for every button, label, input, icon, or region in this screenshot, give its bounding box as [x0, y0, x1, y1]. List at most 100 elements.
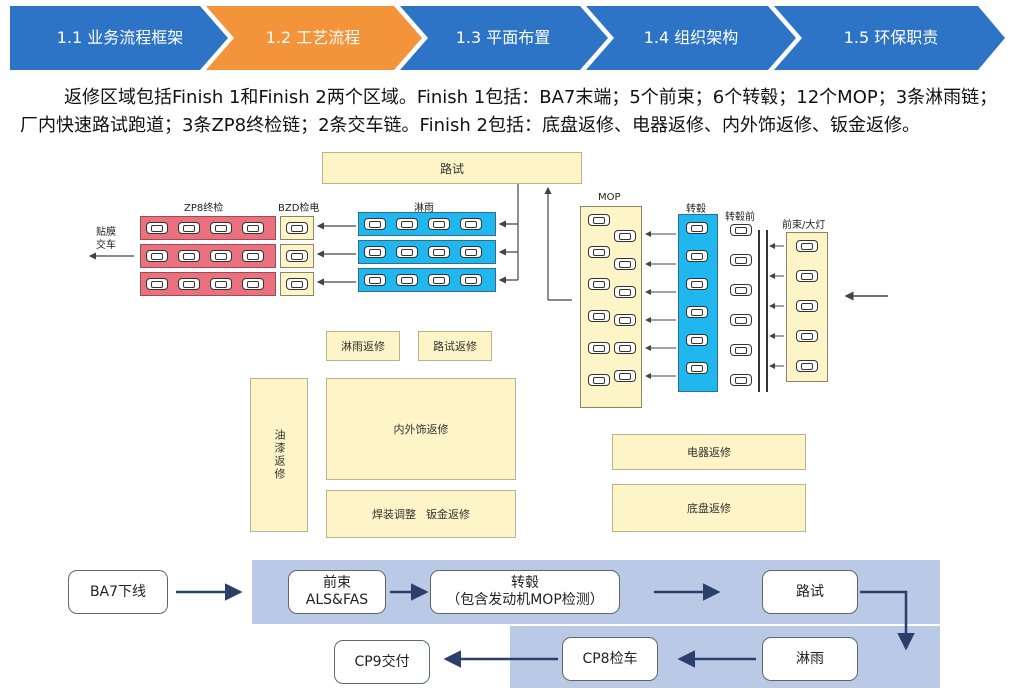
- mop-label: MOP: [598, 192, 621, 203]
- chassis-repair-area: 底盘返修: [612, 484, 806, 532]
- road-repair-area: 路试返修: [418, 331, 492, 361]
- pre-hub-bar-2: [766, 230, 768, 392]
- mop-car-icon: [588, 374, 610, 386]
- hub-car-icon: [686, 306, 708, 318]
- zp8-car-icon: [242, 222, 264, 234]
- pre-hub-bar-1: [758, 230, 760, 392]
- bzd-label: BZD检电: [278, 203, 320, 214]
- hub-car-icon: [686, 278, 708, 290]
- bzd-car-icon: [286, 278, 308, 290]
- tab-org-structure[interactable]: 1.4 组织架构: [643, 28, 739, 47]
- flow-hub-sub: （包含发动机MOP检测）: [446, 592, 604, 608]
- pre-hub-car-icon: [730, 284, 752, 296]
- rain-car-icon: [364, 218, 386, 230]
- weld-adjust-label: 焊装调整: [372, 508, 416, 521]
- rain-car-icon: [364, 274, 386, 286]
- rain-car-icon: [396, 246, 418, 258]
- zp8-car-icon: [146, 222, 168, 234]
- mop-car-icon: [588, 342, 610, 354]
- bzd-car-icon: [286, 250, 308, 262]
- hub-car-icon: [686, 250, 708, 262]
- flow-ba7-offline: BA7下线: [68, 570, 168, 614]
- nav-tab-bg-1: [10, 6, 228, 70]
- sheet-repair-label: 钣金返修: [426, 508, 470, 521]
- tab-process-flow[interactable]: 1.2 工艺流程: [265, 28, 361, 47]
- flow-cp8-check: CP8检车: [562, 637, 658, 681]
- zp8-car-icon: [210, 278, 232, 290]
- mop-car-icon: [614, 370, 636, 382]
- rain-car-icon: [396, 218, 418, 230]
- nav-chevrons: [10, 6, 1005, 70]
- mop-car-icon: [588, 246, 610, 258]
- flow-rain-test: 淋雨: [762, 637, 858, 681]
- pre-hub-label: 转毂前: [725, 212, 755, 223]
- front-light-car-icon: [796, 330, 818, 342]
- rain-car-icon: [428, 218, 450, 230]
- zp8-car-icon: [210, 250, 232, 262]
- flow-hub-title: 转毂: [511, 575, 539, 591]
- layout-arrows: [88, 184, 888, 379]
- interior-repair-area: 内外饰返修: [326, 378, 516, 480]
- mop-car-icon: [614, 286, 636, 298]
- front-light-car-icon: [796, 360, 818, 372]
- hub-car-icon: [686, 362, 708, 374]
- flow-cp9-delivery: CP9交付: [334, 640, 430, 684]
- tab-floor-plan[interactable]: 1.3 平面布置: [455, 28, 551, 47]
- flow-front-title: 前束: [323, 575, 351, 591]
- flow-front-sub: ALS&FAS: [305, 592, 369, 608]
- paint-repair-area: 油漆返修: [250, 378, 308, 532]
- pre-hub-car-icon: [730, 344, 752, 356]
- zp8-car-icon: [210, 222, 232, 234]
- road-test-area: 路试: [322, 152, 582, 184]
- zp8-car-icon: [242, 250, 264, 262]
- front-light-car-icon: [796, 240, 818, 252]
- rain-label: 淋雨: [414, 203, 434, 214]
- zp8-car-icon: [178, 250, 200, 262]
- nav-tab-bg-3: [400, 6, 608, 70]
- rain-car-icon: [428, 246, 450, 258]
- mop-car-icon: [614, 314, 636, 326]
- mop-car-icon: [614, 342, 636, 354]
- tab-business-framework[interactable]: 1.1 业务流程框架: [56, 28, 184, 47]
- intro-paragraph: 返修区域包括Finish 1和Finish 2两个区域。Finish 1包括：B…: [20, 87, 998, 136]
- pre-hub-car-icon: [730, 224, 752, 236]
- zp8-car-icon: [242, 278, 264, 290]
- film-delivery-label: 贴膜 交车: [96, 227, 116, 251]
- rain-repair-area: 淋雨返修: [326, 331, 400, 361]
- zp8-car-icon: [178, 278, 200, 290]
- hub-car-icon: [686, 222, 708, 234]
- flow-hub-test: 转毂 （包含发动机MOP检测）: [430, 570, 620, 614]
- flow-front-alignment: 前束 ALS&FAS: [288, 570, 386, 614]
- zp8-car-icon: [178, 222, 200, 234]
- pre-hub-car-icon: [730, 314, 752, 326]
- rain-car-icon: [460, 246, 482, 258]
- electrical-repair-area: 电器返修: [612, 434, 806, 470]
- nav-tab-bg-4: [586, 6, 796, 70]
- rain-car-icon: [396, 274, 418, 286]
- front-light-car-icon: [796, 270, 818, 282]
- front-light-label: 前束/大灯: [782, 220, 826, 231]
- front-light-car-icon: [796, 300, 818, 312]
- rain-car-icon: [364, 246, 386, 258]
- process-nav: 1.1 业务流程框架 1.2 工艺流程 1.3 平面布置 1.4 组织架构 1.…: [10, 6, 1005, 70]
- zp8-car-icon: [146, 278, 168, 290]
- zp8-label: ZP8终检: [184, 203, 224, 214]
- rain-car-icon: [460, 274, 482, 286]
- mop-car-icon: [588, 214, 610, 226]
- flow-road-test: 路试: [762, 570, 858, 614]
- hub-car-icon: [686, 334, 708, 346]
- nav-tab-bg-2: [206, 6, 422, 70]
- rain-car-icon: [428, 274, 450, 286]
- bzd-car-icon: [286, 222, 308, 234]
- mop-car-icon: [588, 278, 610, 290]
- mop-car-icon: [614, 230, 636, 242]
- mop-car-icon: [614, 258, 636, 270]
- nav-tab-bg-5: [774, 6, 1005, 70]
- zp8-car-icon: [146, 250, 168, 262]
- pre-hub-car-icon: [730, 254, 752, 266]
- mop-car-icon: [588, 310, 610, 322]
- weld-sheet-repair-area: 焊装调整 钣金返修: [326, 490, 516, 538]
- hub-label: 转毂: [686, 204, 706, 215]
- tab-environment-duty[interactable]: 1.5 环保职责: [843, 28, 939, 47]
